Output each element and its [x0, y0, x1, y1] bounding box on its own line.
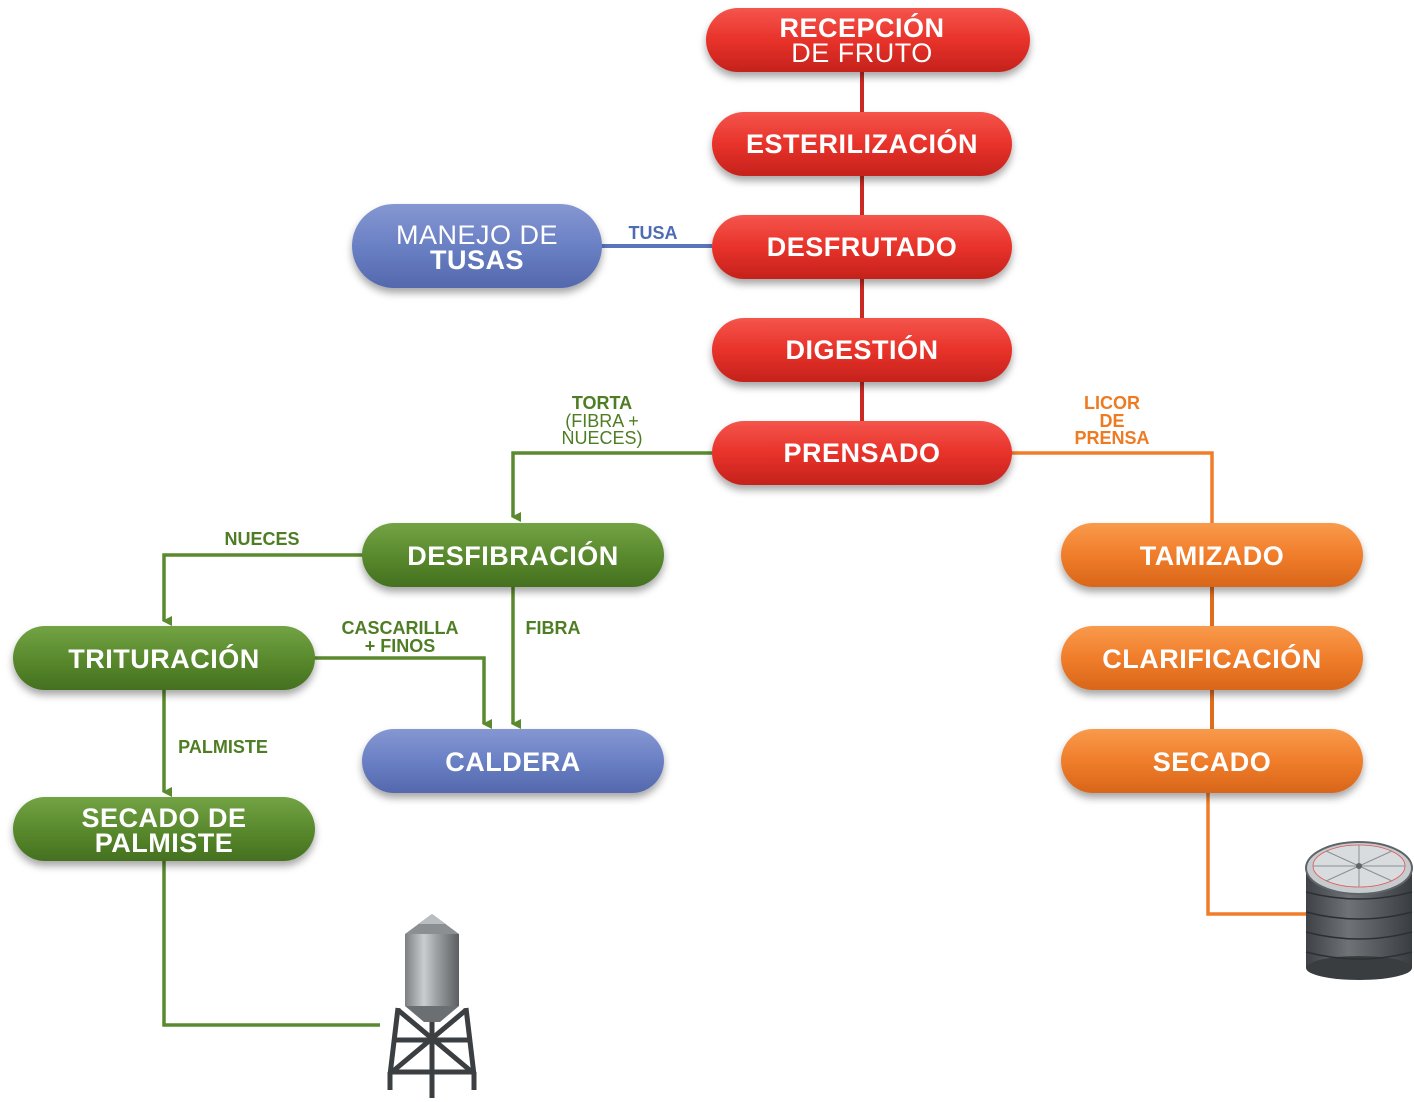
node-secado-palmiste-line2: PALMISTE	[95, 828, 234, 858]
node-recepcion-line2: DE FRUTO	[791, 38, 933, 68]
connector-licor	[1012, 451, 1214, 525]
grain-silo-icon	[387, 914, 477, 1098]
edge-label-torta-line3: NUECES)	[561, 428, 642, 448]
edge-label-licor-line1: LICOR	[1084, 393, 1140, 413]
edge-label-nueces: NUECES	[224, 529, 299, 549]
edge-label-licor-line2: DE	[1099, 411, 1124, 431]
edge-label-licor-line3: PRENSA	[1074, 428, 1149, 448]
edge-label-tusa: TUSA	[629, 223, 678, 243]
edge-label-licor: LICOR DE PRENSA	[1074, 393, 1149, 448]
node-caldera-label: CALDERA	[445, 747, 581, 777]
connector-cascarilla	[312, 656, 492, 729]
edge-label-torta-line2: (FIBRA +	[565, 411, 639, 431]
node-prensado-label: PRENSADO	[783, 438, 940, 468]
node-secado-palmiste-line1: SECADO DE	[81, 803, 246, 833]
node-desfrutado: DESFRUTADO	[712, 215, 1012, 279]
connector-nueces	[162, 553, 365, 626]
edge-label-palmiste: PALMISTE	[178, 737, 268, 757]
edge-label-cascarilla-line1: CASCARILLA	[342, 618, 459, 638]
node-secado-label: SECADO	[1153, 747, 1272, 777]
connector-torta	[511, 451, 712, 522]
node-desfibracion-label: DESFIBRACIÓN	[407, 540, 619, 571]
edge-label-cascarilla: CASCARILLA + FINOS	[342, 618, 459, 656]
edge-label-torta-line1: TORTA	[572, 393, 632, 413]
edge-label-cascarilla-line2: + FINOS	[365, 636, 436, 656]
node-manejo-de-tusas: MANEJO DE TUSAS	[352, 204, 602, 288]
node-digestion: DIGESTIÓN	[712, 318, 1012, 382]
node-desfrutado-label: DESFRUTADO	[767, 232, 958, 262]
node-desfibracion: DESFIBRACIÓN	[362, 523, 664, 587]
node-secado-de-palmiste: SECADO DE PALMISTE	[13, 797, 315, 861]
node-prensado: PRENSADO	[712, 421, 1012, 485]
node-esterilizacion: ESTERILIZACIÓN	[712, 112, 1012, 176]
node-recepcion-line1: RECEPCIÓN	[779, 12, 944, 43]
node-recepcion-de-fruto: RECEPCIÓN DE FRUTO	[706, 8, 1030, 72]
node-tamizado: TAMIZADO	[1061, 523, 1363, 587]
node-esterilizacion-label: ESTERILIZACIÓN	[746, 128, 978, 159]
node-caldera: CALDERA	[362, 729, 664, 793]
node-manejo-line1: MANEJO DE	[396, 220, 558, 250]
node-clarificacion: CLARIFICACIÓN	[1061, 626, 1363, 690]
node-digestion-label: DIGESTIÓN	[785, 334, 938, 365]
node-trituracion-label: TRITURACIÓN	[68, 643, 259, 674]
edge-label-fibra: FIBRA	[526, 618, 581, 638]
node-secado: SECADO	[1061, 729, 1363, 793]
connector-secado-tank	[1206, 790, 1306, 916]
node-manejo-line2: TUSAS	[430, 245, 524, 275]
node-clarificacion-label: CLARIFICACIÓN	[1102, 643, 1321, 674]
node-trituracion: TRITURACIÓN	[13, 626, 315, 690]
connector-palmiste-silo	[162, 858, 380, 1027]
storage-tank-icon	[1305, 841, 1413, 980]
edge-label-torta: TORTA (FIBRA + NUECES)	[561, 393, 642, 448]
node-tamizado-label: TAMIZADO	[1140, 541, 1284, 571]
